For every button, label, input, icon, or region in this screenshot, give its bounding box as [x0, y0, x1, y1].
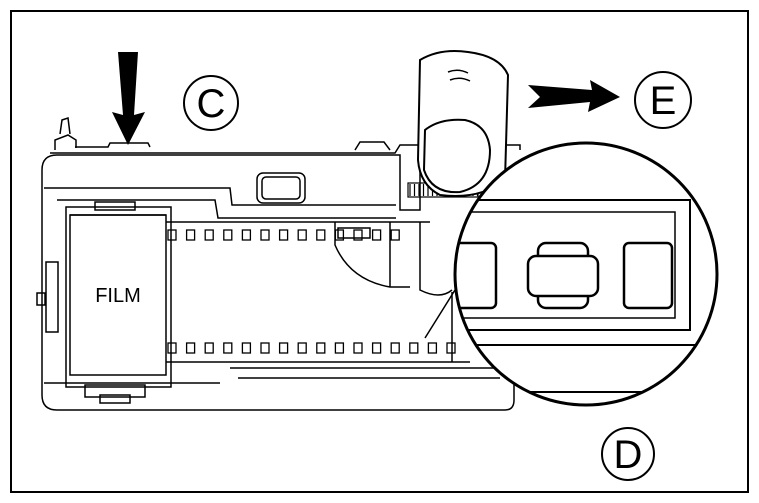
- label-e: E: [650, 79, 677, 123]
- magnifier-detail: [453, 141, 719, 407]
- film-strip: [166, 221, 470, 363]
- film-perforation: [316, 229, 326, 241]
- film-perforation: [223, 229, 233, 241]
- film-perforation: [260, 342, 270, 354]
- label-c-marker: C: [183, 75, 239, 131]
- leader-line: [424, 289, 456, 339]
- outer-frame: [10, 10, 749, 493]
- film-perforations-top: [167, 229, 400, 241]
- down-arrow-icon: [112, 52, 145, 145]
- film-perforation: [241, 229, 252, 241]
- film-perforation: [371, 229, 382, 241]
- film-perforation: [297, 342, 307, 354]
- film-perforation: [446, 342, 456, 354]
- film-perforation: [223, 342, 233, 354]
- film-perforation: [204, 229, 214, 241]
- film-perforation: [427, 342, 438, 354]
- label-e-marker: E: [634, 71, 692, 129]
- film-perforation: [334, 229, 345, 241]
- film-perforation: [371, 342, 382, 354]
- film-cartridge: [65, 201, 172, 404]
- film-perforation: [167, 229, 177, 241]
- film-perforation: [278, 229, 289, 241]
- film-perforation: [390, 342, 400, 354]
- film-perforation: [185, 342, 196, 354]
- film-perforation: [297, 229, 307, 241]
- film-perforation: [316, 342, 326, 354]
- film-perforation: [353, 342, 363, 354]
- film-perforation: [278, 342, 289, 354]
- label-d-marker: D: [601, 427, 655, 481]
- film-perforation: [185, 229, 196, 241]
- film-perforation: [409, 342, 419, 354]
- film-perforation: [204, 342, 214, 354]
- film-perforation: [334, 342, 345, 354]
- label-c: C: [197, 82, 226, 126]
- label-d: D: [614, 433, 643, 477]
- right-arrow-icon: [528, 80, 620, 112]
- film-label: FILM: [95, 285, 141, 307]
- film-perforation: [260, 229, 270, 241]
- finger-icon: [416, 50, 510, 197]
- film-perforation: [167, 342, 177, 354]
- film-perforations-bottom: [167, 342, 456, 354]
- film-perforation: [390, 229, 400, 241]
- film-perforation: [353, 229, 363, 241]
- film-perforation: [241, 342, 252, 354]
- camera-body: [36, 116, 521, 411]
